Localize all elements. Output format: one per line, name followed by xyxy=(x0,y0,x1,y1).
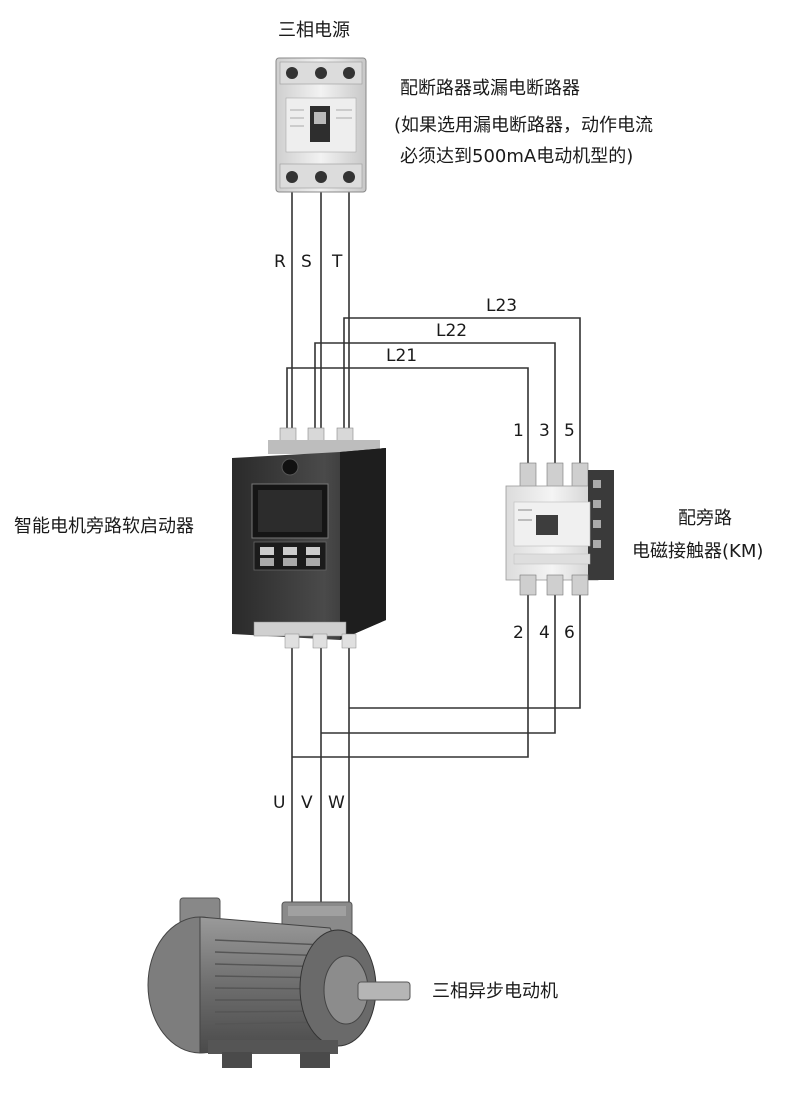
power-source-label: 三相电源 xyxy=(278,20,350,41)
contactor-icon xyxy=(505,462,614,596)
breaker-note-line3: 必须达到500mA电动机型的) xyxy=(400,146,634,167)
wire-4 xyxy=(321,592,556,734)
soft-starter-icon xyxy=(232,427,386,649)
wire-2 xyxy=(292,592,529,758)
wire-label-l23: L23 xyxy=(486,296,518,316)
wires xyxy=(286,192,581,908)
wire-label-t: T xyxy=(332,252,343,272)
bypass-label-line2: 电磁接触器(KM) xyxy=(632,541,764,562)
breaker-note-line1: 配断路器或漏电断路器 xyxy=(400,78,580,99)
bypass-label-line1: 配旁路 xyxy=(678,508,732,529)
wire-label-l22: L22 xyxy=(436,321,468,341)
contactor-label-1: 1 xyxy=(513,421,524,441)
wire-l22 xyxy=(314,342,556,465)
circuit-breaker-icon xyxy=(275,57,367,193)
soft-starter-label: 智能电机旁路软启动器 xyxy=(14,516,194,537)
contactor-label-3: 3 xyxy=(539,421,550,441)
wire-label-v: V xyxy=(301,793,313,813)
contactor-label-6: 6 xyxy=(564,623,575,643)
contactor-label-2: 2 xyxy=(513,623,524,643)
wire-6 xyxy=(349,592,581,709)
wire-label-u: U xyxy=(273,793,286,813)
wire-label-l21: L21 xyxy=(386,346,418,366)
contactor-label-5: 5 xyxy=(564,421,575,441)
wire-label-s: S xyxy=(301,252,312,272)
contactor-label-4: 4 xyxy=(539,623,550,643)
wire-l21 xyxy=(286,367,529,465)
motor-label: 三相异步电动机 xyxy=(432,981,558,1002)
wire-label-w: W xyxy=(328,793,345,813)
motor-icon xyxy=(147,897,411,1068)
wire-label-r: R xyxy=(274,252,286,272)
breaker-note-line2: (如果选用漏电断路器，动作电流 xyxy=(394,115,654,136)
wire-l23 xyxy=(343,317,581,465)
